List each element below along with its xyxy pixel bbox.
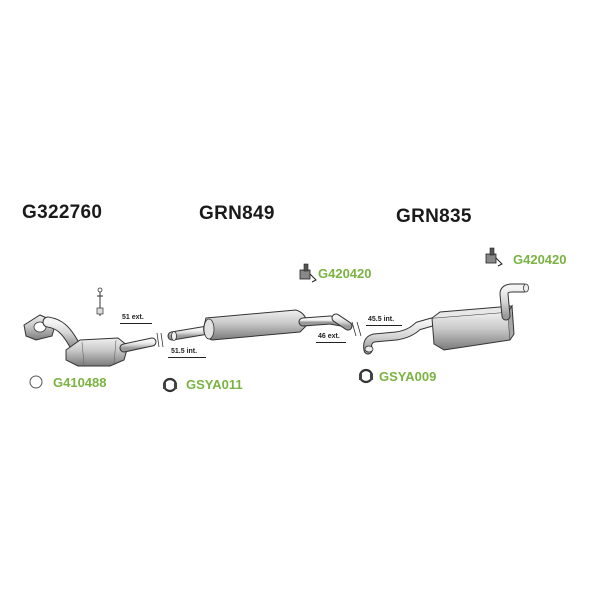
joint-marks-2	[351, 321, 362, 337]
cat-converter-label: G322760	[22, 202, 103, 223]
joint-marks-1	[156, 332, 164, 348]
clamp-part-label-2: GSYA009	[379, 369, 437, 384]
rubber-hanger-icon	[485, 247, 503, 267]
clamp-icon	[162, 377, 178, 393]
dimension-label: 51 ext.	[122, 314, 144, 321]
dimension-line	[120, 323, 152, 324]
gasket-icon	[29, 375, 43, 389]
dimension-line	[316, 342, 346, 343]
rear-silencer-label: GRN835	[396, 206, 472, 227]
dimension-line	[366, 325, 402, 326]
dimension-label: 51.5 int.	[171, 348, 198, 355]
rear-silencer-assembly	[363, 283, 529, 355]
catalytic-converter-assembly	[23, 287, 157, 367]
gasket-part-label: G410488	[53, 375, 107, 390]
dimension-label: 46 ext.	[318, 333, 340, 340]
hanger-part-label-1: G420420	[318, 266, 372, 281]
dimension-label: 45.5 int.	[368, 316, 395, 323]
hanger-part-label-2: G420420	[513, 252, 567, 267]
dimension-line	[168, 357, 206, 358]
middle-silencer-label: GRN849	[199, 203, 275, 224]
rubber-hanger-icon	[299, 263, 317, 283]
clamp-icon	[358, 368, 374, 384]
clamp-part-label-1: GSYA011	[186, 377, 243, 392]
middle-silencer-assembly	[167, 309, 353, 341]
